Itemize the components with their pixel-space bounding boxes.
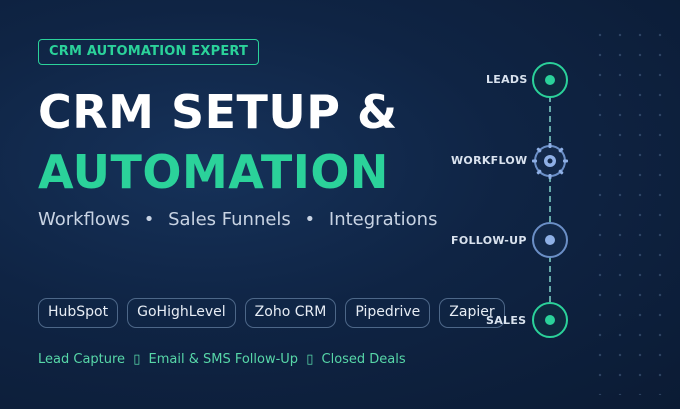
subtitle-item-integrations: Integrations	[328, 209, 438, 230]
footer-item-follow-up: Email & SMS Follow-Up	[148, 352, 299, 367]
subtitle-item-workflows: Workflows	[38, 209, 131, 230]
bullet-separator: •	[143, 209, 155, 230]
stage-label-sales: SALES	[486, 314, 527, 327]
tool-chip-list: HubSpot GoHighLevel Zoho CRM Pipedrive Z…	[38, 298, 505, 328]
footer-item-closed-deals: Closed Deals	[321, 352, 406, 367]
bullet-separator: •	[304, 209, 316, 230]
circle-dot-icon	[532, 62, 568, 98]
subtitle-item-sales-funnels: Sales Funnels	[168, 209, 291, 230]
headline-line-1: CRM SETUP &	[38, 85, 398, 139]
pipeline-connector	[549, 96, 551, 302]
footer-separator: ▯	[306, 352, 314, 367]
footer-item-lead-capture: Lead Capture	[38, 352, 126, 367]
tool-chip-pipedrive: Pipedrive	[345, 298, 431, 328]
circle-dot-icon	[532, 302, 568, 338]
tool-chip-zapier: Zapier	[439, 298, 505, 328]
process-footer: Lead Capture ▯ Email & SMS Follow-Up ▯ C…	[38, 352, 406, 367]
dot-grid-decoration	[590, 25, 675, 395]
stage-label-follow-up: FOLLOW-UP	[451, 234, 527, 247]
footer-separator: ▯	[133, 352, 141, 367]
role-badge: CRM AUTOMATION EXPERT	[38, 39, 260, 65]
gear-icon	[532, 143, 568, 179]
headline-line-2: AUTOMATION	[38, 145, 389, 199]
stage-label-workflow: WORKFLOW	[451, 154, 528, 167]
tool-chip-hubspot: HubSpot	[38, 298, 119, 328]
tool-chip-gohighlevel: GoHighLevel	[127, 298, 236, 328]
tool-chip-zoho-crm: Zoho CRM	[244, 298, 337, 328]
circle-dot-icon	[532, 222, 568, 258]
subtitle: Workflows • Sales Funnels • Integrations	[38, 209, 437, 231]
stage-label-leads: LEADS	[486, 73, 528, 86]
